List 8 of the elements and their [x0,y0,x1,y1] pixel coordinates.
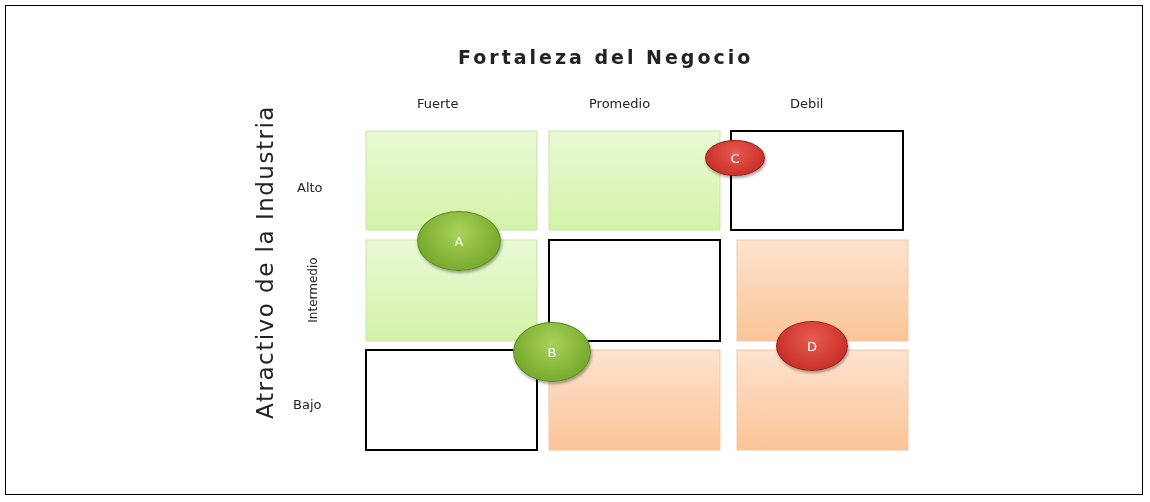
column-label: Fuerte [417,96,459,111]
axis-title: Fortaleza del Negocio [458,46,754,68]
row-label: Intermedio [306,257,320,323]
column-label: Debil [790,96,824,111]
column-label: Promedio [589,96,651,111]
axis-title: Atractivo de la Industria [252,105,278,419]
row-label: Alto [297,180,323,195]
row-label: Bajo [293,397,322,412]
